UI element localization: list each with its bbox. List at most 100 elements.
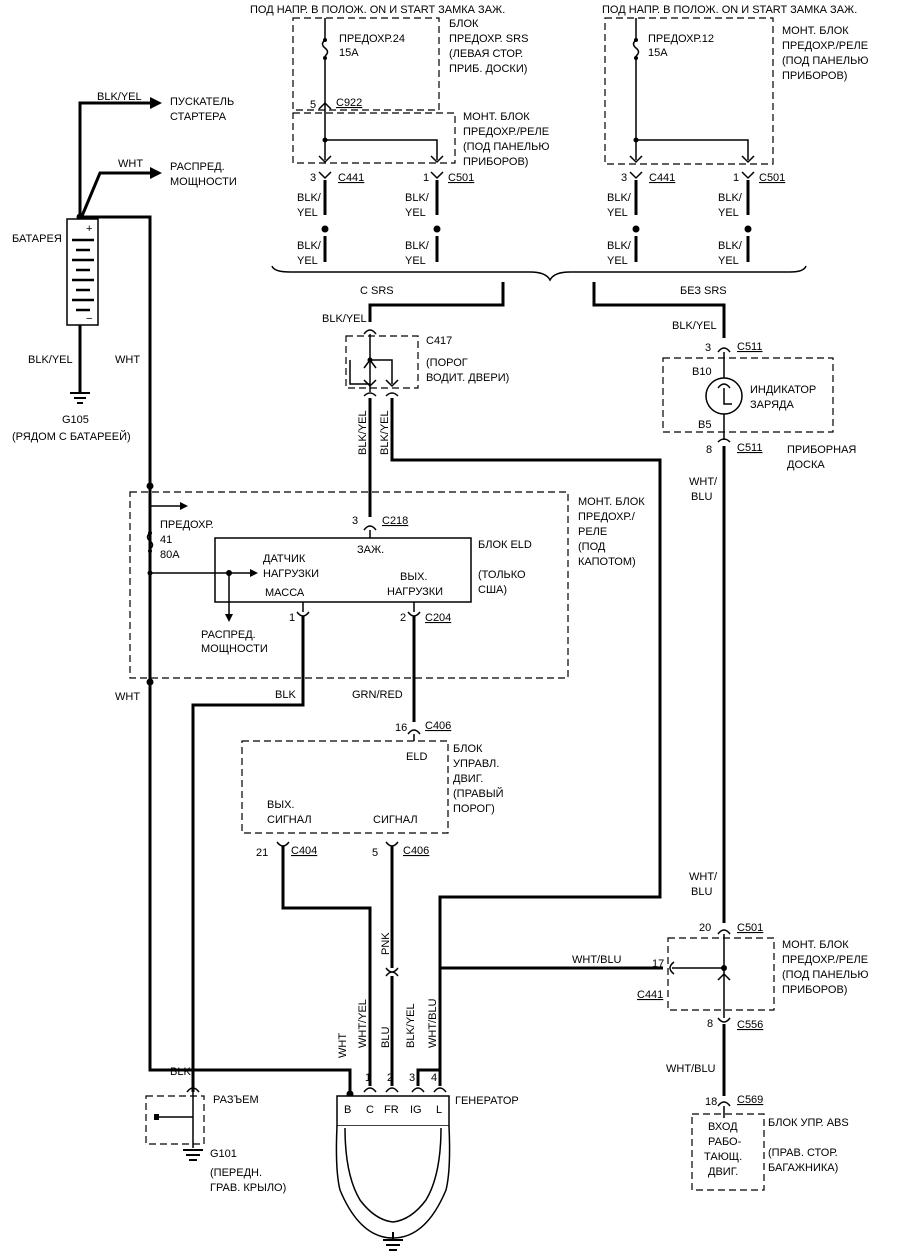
srs-fuse-name: ПРЕДОХР.24: [339, 33, 405, 45]
ind-conn-bot: C511: [737, 442, 762, 454]
wire-label-vertical: BLK/YEL: [405, 1003, 417, 1048]
ecu-sig: СИГНАЛ: [373, 814, 418, 826]
br-label-3: (ПОД ПАНЕЛЬЮ: [782, 969, 868, 981]
alt-terminal: IG: [410, 1104, 422, 1116]
wire-label: YEL: [607, 207, 628, 219]
wire-label: YEL: [297, 255, 318, 267]
br-conn-bot: C556: [737, 1019, 763, 1031]
ground-g105-note: (РЯДОМ С БАТАРЕЕЙ): [12, 430, 131, 443]
wire-label-vertical: PNK: [380, 932, 392, 955]
wire-label: BLK/: [297, 240, 322, 252]
conn-pin: 3: [310, 172, 316, 184]
abs-loc-1: (ПРАВ. СТОР.: [768, 1147, 838, 1159]
dash-right-label-3: (ПОД ПАНЕЛЬЮ: [782, 55, 868, 67]
battery-icon: [66, 218, 99, 326]
dash-right-label-1: МОНТ. БЛОК: [782, 25, 849, 37]
dash-right-label-4: ПРИБОРОВ): [782, 70, 847, 82]
srs-fuse-amp: 15A: [339, 47, 359, 59]
ecu-title-1: БЛОК: [453, 743, 483, 755]
br-pin-side: 17: [652, 958, 664, 970]
wire-label: BLK/: [718, 192, 743, 204]
br-pin-top: 20: [699, 922, 711, 934]
br-conn-side: C441: [637, 989, 663, 1001]
wire-label: WHT: [115, 354, 140, 366]
abs-in-1: ВХОД: [708, 1121, 738, 1133]
variant-brace: [271, 265, 807, 282]
srs-fuse-block: [292, 17, 440, 111]
right-fuse-amp: 15A: [648, 47, 668, 59]
g101-connector-label: РАЗЪЕМ: [213, 1094, 259, 1106]
connector-label: C441: [649, 172, 675, 184]
abs-in-3: ТАЮЩ.: [704, 1151, 742, 1163]
wire-label: BLK/YEL: [322, 313, 367, 325]
wire-label-vertical: WHT/YEL: [357, 999, 369, 1048]
dash-block-right: [604, 17, 774, 165]
eld-sensor-1: ДАТЧИК: [263, 553, 306, 565]
wire-label: BLK/: [297, 192, 322, 204]
alt-terminal: L: [436, 1104, 442, 1116]
eld-sensor-2: НАГРУЗКИ: [263, 568, 319, 580]
indicator-name-1: ИНДИКАТОР: [750, 384, 816, 396]
eld-unit: [214, 537, 472, 603]
conn-pin: 1: [423, 172, 429, 184]
battery-label: БАТАРЕЯ: [12, 233, 62, 245]
wire-label: BLK/: [405, 240, 430, 252]
alt-pin: 4: [431, 1072, 437, 1084]
wire-label: BLK/: [718, 240, 743, 252]
br-label-4: ПРИБОРОВ): [782, 984, 847, 996]
underhood-label-4: (ПОД: [578, 541, 606, 553]
wire-label: WHT/BLU: [666, 1063, 716, 1075]
right-fuse-name: ПРЕДОХР.12: [648, 33, 714, 45]
wire-label: BLK/: [607, 240, 632, 252]
wire-label: BLK/YEL: [672, 320, 717, 332]
starter-label-1: ПУСКАТЕЛЬ: [170, 96, 234, 108]
wire-label: BLK: [170, 1066, 191, 1078]
srs-connector: C922: [336, 97, 362, 109]
alt-pin: 1: [365, 1072, 371, 1084]
ecu-pin-b: 5: [372, 847, 378, 859]
ecu-pin-top: 16: [395, 722, 407, 734]
alt-terminal: FR: [384, 1104, 399, 1116]
wire-label: YEL: [405, 207, 426, 219]
wire-label: WHT: [118, 158, 143, 170]
ground-g101-note-1: (ПЕРЕДН.: [210, 1167, 262, 1179]
alt-pin: 2: [387, 1072, 393, 1084]
eld-conn-out: C204: [425, 612, 451, 624]
ecu-out-1: ВЫХ.: [267, 799, 294, 811]
connector-label: C501: [448, 172, 474, 184]
ind-pin-top: 3: [705, 342, 711, 354]
ind-pin-bot: 8: [706, 444, 712, 456]
abs-pin: 18: [705, 1096, 717, 1108]
wire-label: GRN/RED: [352, 689, 403, 701]
br-conn-top: C501: [737, 922, 763, 934]
indicator-loc-1: ПРИБОРНАЯ: [787, 444, 856, 456]
supply-label-left: ПОД НАПР. В ПОЛОЖ. ON И START ЗАМКА ЗАЖ.: [250, 4, 505, 16]
srs-box-label-1: БЛОК: [449, 18, 479, 30]
alternator-ground-icon: [383, 1232, 403, 1251]
wire-label: BLK: [275, 689, 296, 701]
g101-connector: [145, 1095, 205, 1145]
ecu-conn-a: C404: [291, 845, 317, 857]
ground-g101-label: G101: [210, 1148, 237, 1160]
alternator-name: ГЕНЕРАТОР: [455, 1095, 519, 1107]
ground-g105-icon: [70, 392, 90, 404]
variant-with-srs: С SRS: [360, 285, 394, 297]
power-dist-label-2: МОЩНОСТИ: [170, 176, 237, 188]
wire-label: BLU: [691, 886, 712, 898]
wire-label: BLK/YEL: [97, 91, 142, 103]
dash-right-label-2: ПРЕДОХР./РЕЛЕ: [782, 40, 868, 52]
eld-title: БЛОК ELD: [478, 539, 532, 551]
eld-out-2: НАГРУЗКИ: [387, 586, 443, 598]
eld-out-1: ВЫХ.: [400, 571, 427, 583]
connector-label: C501: [759, 172, 785, 184]
wire-label: YEL: [405, 255, 426, 267]
eld-dist-1: РАСПРЕД.: [201, 629, 256, 641]
eld-note-1: (ТОЛЬКО: [478, 569, 526, 581]
wire-label: BLK/: [405, 192, 430, 204]
eld-dist-2: МОЩНОСТИ: [201, 643, 268, 655]
alt-pin: 3: [409, 1072, 415, 1084]
indicator-loc-2: ДОСКА: [787, 459, 825, 471]
wire-label: BLU: [691, 491, 712, 503]
ecu-out-2: СИГНАЛ: [267, 814, 312, 826]
